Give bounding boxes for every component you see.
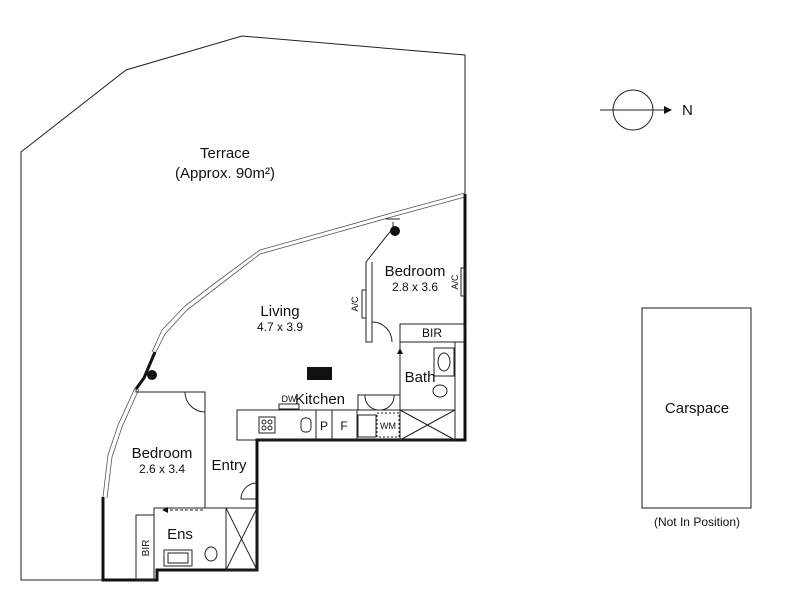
- ac-label-left: A/C: [350, 296, 360, 312]
- exterior-walls: [101, 194, 467, 582]
- dishwasher-label: DW: [282, 394, 297, 404]
- column-marker: [390, 226, 400, 236]
- arrow-icon: [664, 106, 672, 114]
- column-marker: [147, 370, 157, 380]
- second-bedroom-walls: [135, 389, 258, 508]
- main-bedroom-walls: [361, 218, 466, 440]
- main-bir-label: BIR: [422, 326, 442, 340]
- terrace-outline: [20, 35, 466, 581]
- island-marker: [307, 367, 332, 380]
- second-bedroom-label: Bedroom: [132, 445, 193, 462]
- main-bedroom-label: Bedroom: [385, 263, 446, 280]
- ensuite: [135, 507, 258, 581]
- carspace-outline: [641, 307, 752, 509]
- washing-machine-label: WM: [380, 421, 396, 431]
- glazed-facade: [102, 192, 466, 499]
- entry-label: Entry: [211, 457, 247, 474]
- second-bedroom-size: 2.6 x 3.4: [139, 462, 185, 476]
- carspace-note: (Not In Position): [654, 515, 740, 529]
- bath-label: Bath: [405, 369, 436, 386]
- living-size: 4.7 x 3.9: [257, 320, 303, 334]
- kitchen-label: Kitchen: [295, 391, 345, 408]
- carspace-label: Carspace: [665, 400, 729, 417]
- fridge-label: F: [340, 419, 347, 433]
- main-bedroom-size: 2.8 x 3.6: [392, 280, 438, 294]
- north-arrow: [600, 89, 672, 131]
- north-label: N: [682, 102, 693, 119]
- living-label: Living: [260, 303, 299, 320]
- pantry-label: P: [320, 419, 328, 433]
- second-bir-label: BIR: [141, 540, 152, 557]
- terrace-label: Terrace: [200, 145, 250, 162]
- bath-fixtures: [397, 342, 456, 441]
- kitchen-bench: [236, 367, 401, 441]
- ensuite-label: Ens: [167, 526, 193, 543]
- ac-label-right: A/C: [450, 274, 460, 290]
- terrace-area: (Approx. 90m²): [175, 165, 275, 182]
